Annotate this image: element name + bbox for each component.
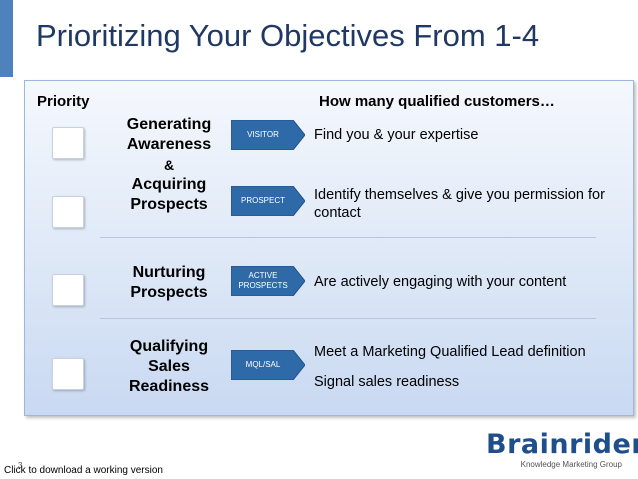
description-prospect: Identify themselves & give you permissio…: [314, 187, 605, 221]
divider-line: [100, 318, 596, 319]
stage-line: Nurturing: [132, 264, 206, 281]
stage-line: Prospects: [130, 196, 208, 213]
stage-line: &: [163, 157, 175, 173]
arrow-visitor: VISITOR: [231, 120, 305, 150]
stage-line: Qualifying: [129, 338, 209, 355]
arrow-label-line: ACTIVE: [248, 271, 278, 280]
arrow-active-prospects: ACTIVE PROSPECTS: [231, 266, 305, 296]
description-mql: Meet a Marketing Qualified Lead definiti…: [314, 344, 586, 360]
logo-tagline: Knowledge Marketing Group: [520, 460, 622, 469]
stage-line: Sales: [148, 358, 190, 375]
stage-line: Awareness: [126, 136, 212, 153]
arrow-shape: [231, 350, 305, 380]
description-sales-ready: Signal sales readiness: [314, 374, 460, 390]
stage-line: Prospects: [130, 284, 208, 301]
arrow-shape: [231, 266, 305, 296]
priority-checkbox-4[interactable]: [52, 358, 84, 390]
divider-line: [100, 237, 596, 238]
arrow-shape: [231, 120, 305, 150]
stage-line: Acquiring: [131, 176, 207, 193]
description-visitor: Find you & your expertise: [314, 127, 479, 143]
arrow-label: VISITOR: [247, 130, 279, 139]
stage-line: Readiness: [128, 378, 210, 395]
arrow-label-line: PROSPECTS: [238, 281, 288, 290]
question-header: How many qualified customers…: [319, 93, 555, 110]
title-accent-bar: [0, 0, 13, 77]
arrow-label: ACTIVE PROSPECTS: [231, 266, 295, 296]
arrow-prospect: PROSPECT: [231, 186, 305, 216]
arrow-mql-sal: MQL/SAL: [231, 350, 305, 380]
priority-checkbox-3[interactable]: [52, 274, 84, 306]
objectives-panel: [24, 80, 634, 416]
stage-awareness-acquiring: Generating Awareness & Acquiring Prospec…: [109, 115, 229, 215]
stage-line: Generating: [126, 116, 212, 133]
priority-checkbox-2[interactable]: [52, 196, 84, 228]
logo-brand: Brainrider: [486, 429, 638, 460]
slide-title: Prioritizing Your Objectives From 1-4: [36, 18, 540, 53]
download-link[interactable]: Click to download a working version: [4, 465, 163, 476]
stage-nurturing: Nurturing Prospects: [109, 263, 229, 303]
priority-checkbox-1[interactable]: [52, 127, 84, 159]
brainrider-logo: Brainrider Knowledge Marketing Group: [486, 429, 638, 474]
description-active: Are actively engaging with your content: [314, 274, 567, 290]
arrow-shape: [231, 186, 305, 216]
stage-qualifying: Qualifying Sales Readiness: [109, 337, 229, 397]
priority-header: Priority: [37, 93, 90, 110]
arrow-label: PROSPECT: [240, 196, 285, 205]
arrow-label: MQL/SAL: [245, 360, 281, 369]
page-number: 3: [18, 461, 23, 470]
